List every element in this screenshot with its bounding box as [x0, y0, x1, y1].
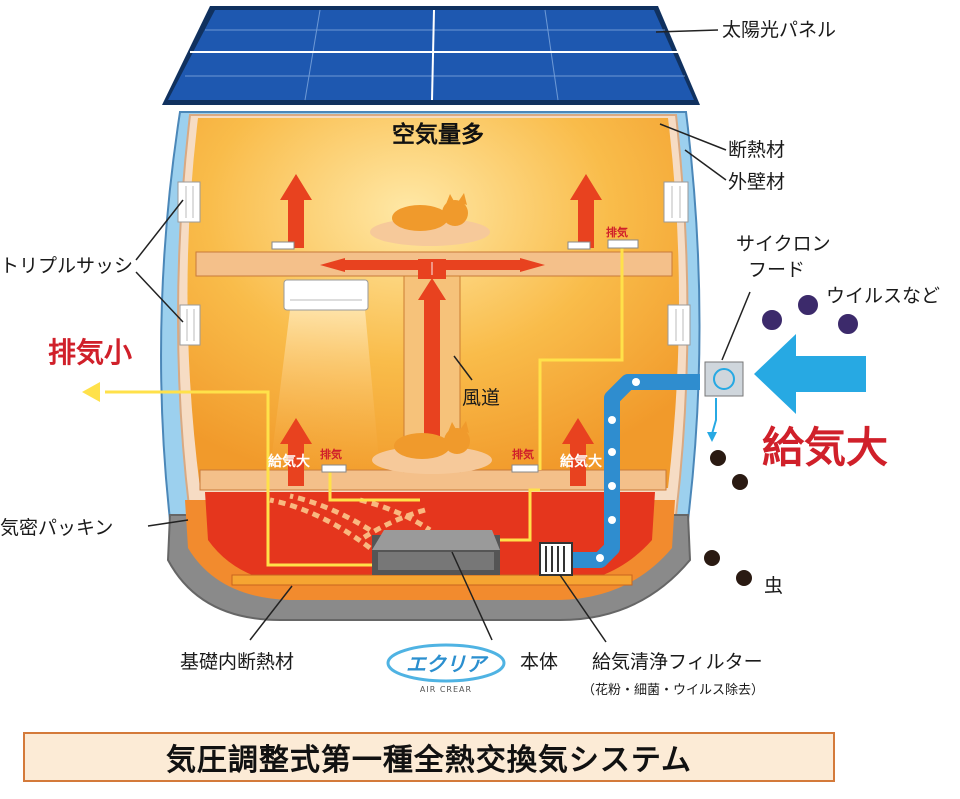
ventilation-unit-icon: [372, 530, 500, 575]
label-insect: 虫: [764, 575, 783, 597]
caption-title: 気圧調整式第一種全熱交換気システム: [165, 743, 693, 778]
solar-panel-icon: [162, 6, 700, 105]
label-insulation: 断熱材: [728, 139, 785, 161]
foundation-insulation: [231, 574, 633, 586]
label-exhaust-small: 排気小: [48, 336, 132, 369]
vent-label-supply: 給気大: [560, 453, 602, 470]
label-triple-sash: トリプルサッシ: [0, 255, 133, 277]
label-cyclone-hood-2: フード: [748, 259, 805, 281]
logo-text: エクリア: [406, 652, 489, 676]
label-main-unit: 本体: [520, 651, 558, 673]
filter-icon: [539, 542, 573, 576]
supply-duct: [560, 374, 700, 568]
label-supply-large: 給気大: [762, 423, 888, 472]
logo-subtext: AIR CREAR: [420, 685, 472, 694]
cat-icon: [370, 193, 490, 246]
label-duct: 風道: [462, 387, 500, 409]
virus-icon: [762, 295, 858, 334]
label-virus: ウイルスなど: [826, 285, 940, 307]
supply-arrow: [754, 334, 866, 414]
vent-label-supply: 給気大: [268, 453, 310, 470]
vent-label-exhaust: 排気: [512, 447, 534, 461]
basement-circulation: [269, 493, 432, 550]
leader-lines: [135, 29, 751, 643]
exhaust-arrow: [82, 382, 100, 402]
air-conditioner-icon: [283, 279, 369, 311]
ecrea-logo: エクリア AIR CREAR: [386, 643, 506, 694]
label-air-volume: 空気量多: [392, 121, 484, 148]
cyclone-hood-icon: [704, 361, 744, 442]
label-airtight-packing: 気密パッキン: [0, 517, 113, 539]
label-foundation-insulation: 基礎内断熱材: [180, 651, 294, 673]
label-filter: 給気清浄フィルター: [592, 651, 763, 673]
label-cyclone-hood-1: サイクロン: [736, 233, 831, 255]
vent-label-exhaust: 排気: [320, 447, 342, 461]
label-outer-wall: 外壁材: [728, 171, 785, 193]
vent-label-exhaust: 排気: [606, 225, 628, 239]
cat-icon: [372, 421, 492, 474]
insect-icon: [704, 450, 752, 586]
exhaust-flow: [105, 246, 624, 567]
warm-air-arrows: [280, 174, 602, 486]
window-sash: [177, 181, 691, 346]
vent-tags: [271, 239, 639, 473]
label-filter-note: （花粉・細菌・ウイルス除去）: [582, 682, 764, 698]
caption-box: 気圧調整式第一種全熱交換気システム: [23, 732, 835, 782]
label-solar-panel: 太陽光パネル: [722, 19, 836, 41]
